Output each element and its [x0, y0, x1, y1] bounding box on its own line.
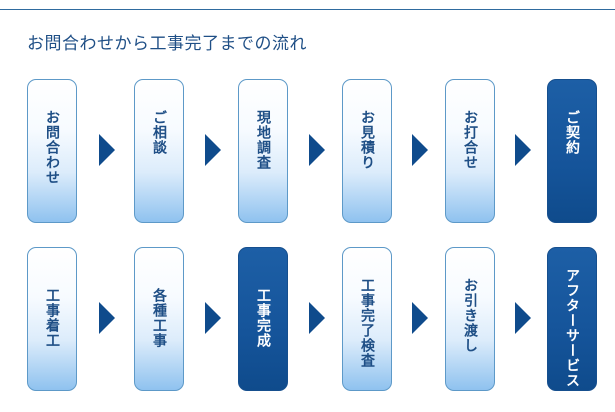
step-completion-inspection: 工事完了検査 [342, 247, 392, 391]
arrow-right-icon [515, 134, 531, 166]
step-label: 工事完了検査 [359, 278, 375, 368]
step-label: お問合わせ [44, 110, 60, 185]
step-label: お打合せ [462, 110, 478, 170]
arrow-right-icon [515, 302, 531, 334]
step-label: ご相談 [151, 110, 167, 155]
arrow-right-icon [309, 302, 325, 334]
step-label: 工事完成 [255, 288, 271, 348]
arrow-right-icon [412, 302, 428, 334]
step-various-work: 各種工事 [134, 247, 184, 391]
step-meeting: お打合せ [445, 79, 495, 223]
page-title: お問合わせから工事完了までの流れ [27, 34, 307, 54]
step-inquiry: お問合わせ [27, 79, 77, 223]
step-estimate: お見積り [342, 79, 392, 223]
arrow-right-icon [99, 134, 115, 166]
step-construction-start: 工事着工 [27, 247, 77, 391]
arrow-right-icon [412, 134, 428, 166]
flow-row-2: 工事着工 各種工事 工事完成 工事完了検査 お引き渡し アフターサービス [0, 247, 615, 393]
step-label: 現地調査 [255, 110, 271, 170]
step-consultation: ご相談 [134, 79, 184, 223]
arrow-right-icon [99, 302, 115, 334]
step-contract: ご契約 [547, 79, 597, 223]
arrow-right-icon [205, 134, 221, 166]
flow-row-1: お問合わせ ご相談 現地調査 お見積り お打合せ ご契約 [0, 79, 615, 225]
top-divider [0, 9, 615, 10]
step-handover: お引き渡し [445, 247, 495, 391]
step-label: 工事着工 [44, 288, 60, 348]
step-label: お引き渡し [462, 278, 478, 353]
arrow-right-icon [309, 134, 325, 166]
step-label: お見積り [359, 110, 375, 170]
step-label: アフターサービス [564, 268, 580, 388]
step-label: 各種工事 [151, 288, 167, 348]
step-site-survey: 現地調査 [238, 79, 288, 223]
step-construction-complete: 工事完成 [238, 247, 288, 391]
arrow-right-icon [205, 302, 221, 334]
step-after-service: アフターサービス [547, 247, 597, 391]
step-label: ご契約 [564, 110, 580, 155]
